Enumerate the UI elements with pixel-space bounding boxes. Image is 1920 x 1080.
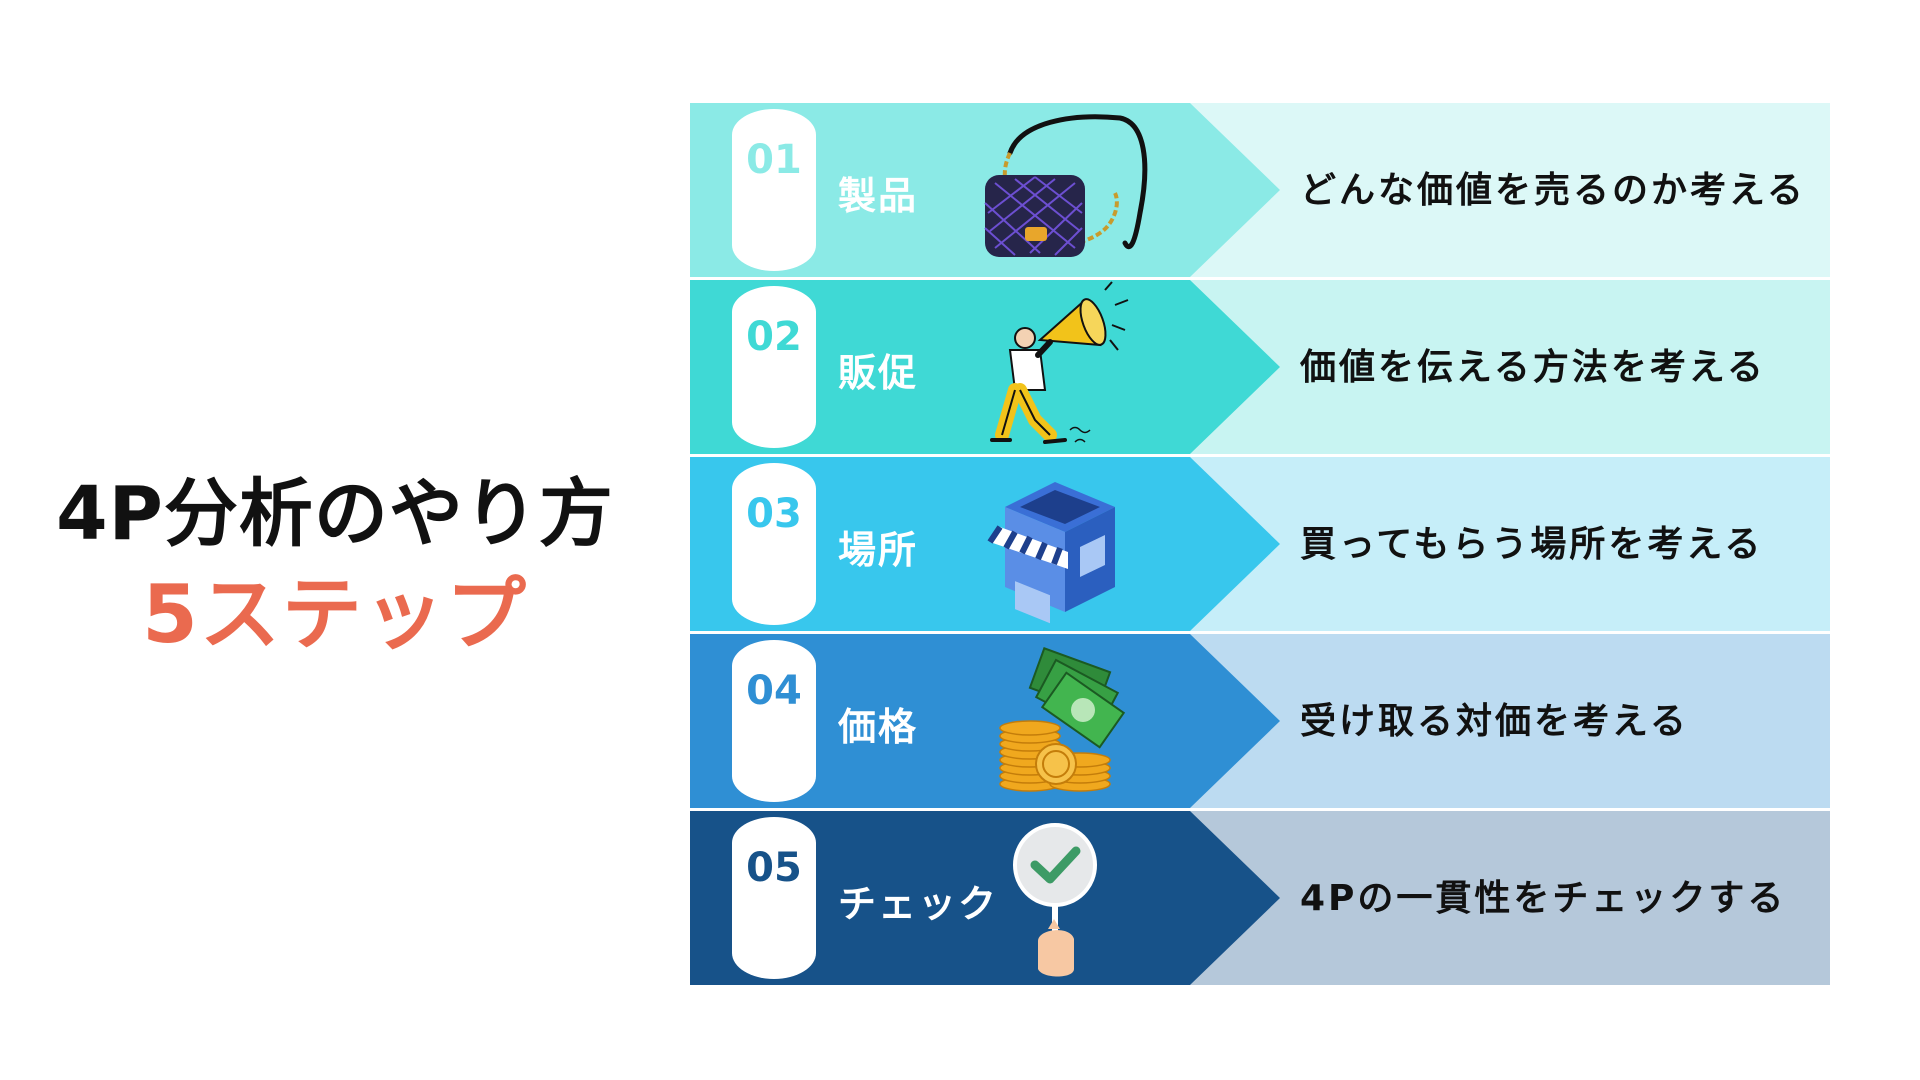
step-5-description: 4Pの一貫性をチェックする: [1300, 878, 1787, 919]
megaphone-person-icon: [990, 281, 1129, 444]
step-1-number-tab: [732, 109, 816, 271]
step-2-number: 02: [746, 314, 802, 360]
handbag-icon: [984, 114, 1148, 257]
step-2: 02 販促 価値を伝える方法を考える: [690, 280, 1830, 454]
step-5-number-tab: [732, 817, 816, 979]
step-3: 03 場所 買ってもらう場所を考える: [690, 457, 1830, 631]
step-1: 01 製品 どんな価値を売るのか考える: [690, 103, 1830, 277]
step-5-label: チェック: [838, 882, 999, 926]
step-2-label: 販促: [838, 351, 919, 395]
step-5-number: 05: [746, 845, 802, 891]
checkmark-sign-icon: [1013, 823, 1097, 977]
title-main: 4P分析のやり方: [56, 471, 614, 557]
step-4-label: 価格: [838, 705, 919, 749]
money-coins-icon: [999, 647, 1126, 792]
step-3-number-tab: [732, 463, 816, 625]
step-1-number: 01: [746, 137, 802, 183]
step-4-description: 受け取る対価を考える: [1300, 701, 1689, 742]
step-4-number: 04: [746, 668, 802, 714]
step-1-label: 製品: [838, 174, 919, 218]
step-4-number-tab: [732, 640, 816, 802]
store-icon: [987, 482, 1115, 624]
steps-list: 01 製品 どんな価値を売るのか考える 02 販促: [690, 103, 1830, 988]
step-4: 04 価格: [690, 634, 1830, 808]
step-3-description: 買ってもらう場所を考える: [1300, 524, 1764, 565]
step-2-number-tab: [732, 286, 816, 448]
step-1-description: どんな価値を売るのか考える: [1300, 170, 1806, 211]
title-sub: 5ステップ: [142, 567, 528, 661]
step-3-label: 場所: [838, 528, 919, 572]
step-2-description: 価値を伝える方法を考える: [1300, 347, 1766, 388]
step-5: 05 チェック 4Pの一貫性をチェックする: [690, 811, 1830, 985]
title-block: 4P分析のやり方 5ステップ: [0, 470, 670, 663]
step-3-number: 03: [746, 491, 802, 537]
